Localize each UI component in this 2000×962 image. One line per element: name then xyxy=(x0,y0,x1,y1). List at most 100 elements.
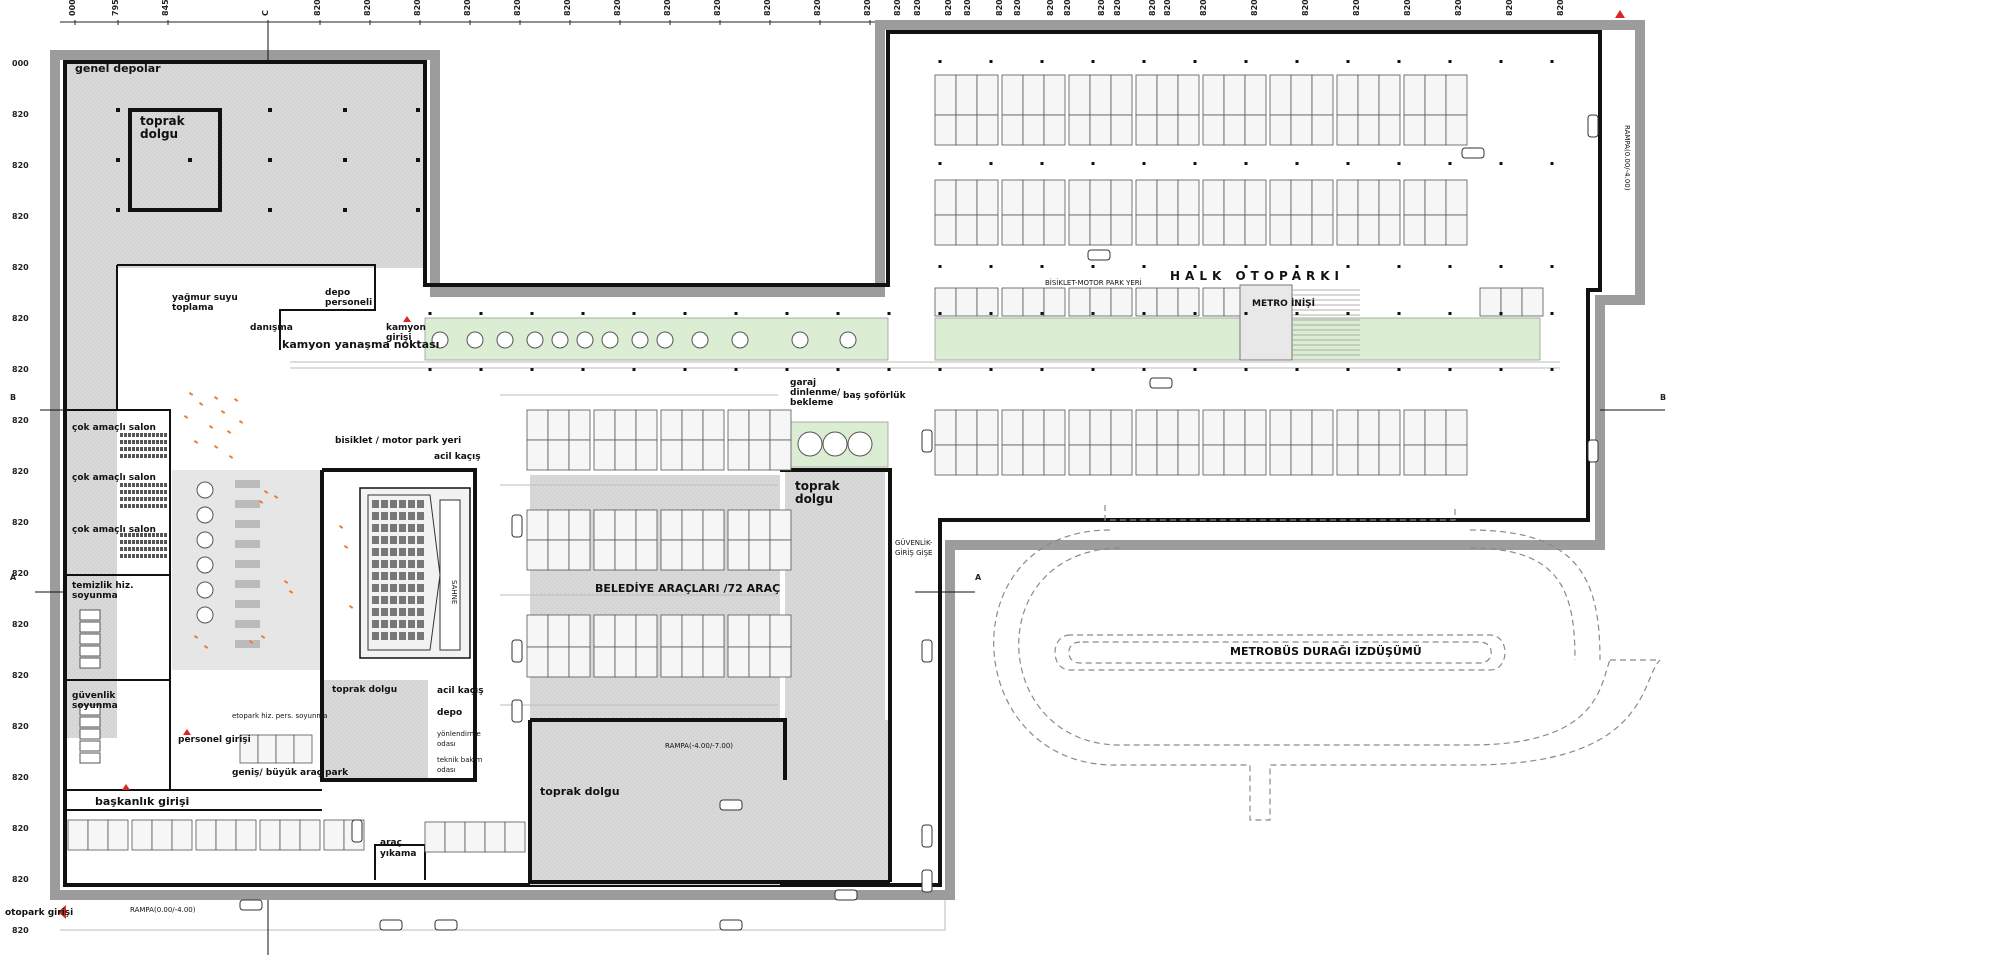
label-danisma: danışma xyxy=(250,323,293,333)
person-marker xyxy=(260,635,266,639)
seat xyxy=(140,547,143,551)
round-table xyxy=(196,481,214,499)
parking-stall xyxy=(976,74,999,116)
label-genis-arac: geniş/ büyük araç park xyxy=(232,768,349,778)
column-dot xyxy=(416,158,420,162)
seat xyxy=(148,483,151,487)
parking-stall xyxy=(1521,287,1544,317)
tree xyxy=(496,331,514,349)
column-dot xyxy=(989,265,993,268)
top-dimension-label: 820 xyxy=(1556,0,1565,16)
person-marker xyxy=(288,589,294,594)
column-dot xyxy=(1550,162,1554,165)
parking-stall xyxy=(702,409,725,441)
column-dot xyxy=(1550,368,1554,371)
parking-stall xyxy=(1311,214,1334,246)
car xyxy=(351,819,363,843)
top-right-entry-arrow xyxy=(1615,10,1625,18)
parking-stall xyxy=(1156,114,1179,146)
column-dot xyxy=(989,368,993,371)
seat xyxy=(152,554,155,558)
parking-stall xyxy=(107,819,129,851)
seat xyxy=(160,483,163,487)
seat xyxy=(128,483,131,487)
personel-entry-arrow xyxy=(183,729,191,735)
seat xyxy=(132,447,135,451)
parking-stall xyxy=(1290,444,1313,476)
person-marker xyxy=(338,524,344,529)
label-guvenlik-gise: GÜVENLİK-GİRİŞ GİŞE xyxy=(895,538,933,557)
parking-stall xyxy=(1135,179,1158,216)
person-marker xyxy=(238,420,244,424)
parking-stall xyxy=(702,614,725,648)
top-dimension-label: 820 xyxy=(1013,0,1022,16)
atrium-seating xyxy=(196,480,260,648)
top-dimension-label: 820 xyxy=(963,0,972,16)
auditorium-seat xyxy=(399,632,406,640)
seat xyxy=(152,497,155,501)
column-dot xyxy=(683,368,687,371)
seat xyxy=(132,547,135,551)
parking-stall xyxy=(1244,74,1267,116)
parking-stall xyxy=(1043,409,1066,446)
seat xyxy=(140,440,143,444)
label-personel-girisi: personel girişi xyxy=(178,735,251,745)
parking-stall xyxy=(1424,444,1447,476)
parking-stall xyxy=(727,409,750,441)
seat xyxy=(136,454,139,458)
person-marker xyxy=(188,392,194,396)
parking-stall xyxy=(1022,114,1045,146)
left-dimension-label: 820 xyxy=(12,773,29,782)
parking-stall xyxy=(1110,444,1133,476)
parking-stall xyxy=(1269,74,1292,116)
parking-stall xyxy=(1110,409,1133,446)
person-marker xyxy=(233,398,239,402)
parking-stall xyxy=(702,509,725,541)
parking-stall xyxy=(235,819,257,851)
column-dot xyxy=(1346,265,1350,268)
column-dot xyxy=(1142,312,1146,315)
parking-stall xyxy=(934,74,957,116)
parking-stall xyxy=(1445,409,1468,446)
person-marker xyxy=(263,490,269,494)
top-dimension-label: 820 xyxy=(1403,0,1412,16)
column-dot xyxy=(530,312,534,315)
parking-stall xyxy=(67,819,89,851)
parking-stall xyxy=(1177,179,1200,216)
parking-stall xyxy=(1156,179,1179,216)
seat xyxy=(120,454,123,458)
label-baskanlik-girisi: başkanlık girişi xyxy=(95,795,189,808)
parking-stall xyxy=(1110,214,1133,246)
seat xyxy=(164,483,167,487)
left-dimension-label: 820 xyxy=(12,926,29,935)
seat xyxy=(132,504,135,508)
top-dimension-label: 820 xyxy=(1199,0,1208,16)
column-dot xyxy=(1244,312,1248,315)
seat xyxy=(132,554,135,558)
top-dimension-label: 820 xyxy=(813,0,822,16)
seat xyxy=(140,433,143,437)
tree xyxy=(576,331,594,349)
left-dimension-label: 820 xyxy=(12,467,29,476)
column-dot xyxy=(1091,60,1095,63)
parking-stall xyxy=(1403,179,1426,216)
parking-stall xyxy=(1043,214,1066,246)
parking-stall xyxy=(748,539,771,571)
left-dimension-label: 820 xyxy=(12,161,29,170)
parking-stall xyxy=(323,819,345,851)
column-dot xyxy=(1550,60,1554,63)
parking-stall xyxy=(681,614,704,648)
parking-stall xyxy=(1269,214,1292,246)
left-block-outline xyxy=(50,20,1645,900)
left-dimension-label: 820 xyxy=(12,824,29,833)
person-marker xyxy=(193,440,199,444)
column-dot xyxy=(836,368,840,371)
parking-stall xyxy=(1022,74,1045,116)
parking-stall xyxy=(1001,409,1024,446)
parking-stall xyxy=(1156,444,1179,476)
parking-stall xyxy=(1500,287,1523,317)
car xyxy=(719,919,743,931)
seat xyxy=(148,547,151,551)
